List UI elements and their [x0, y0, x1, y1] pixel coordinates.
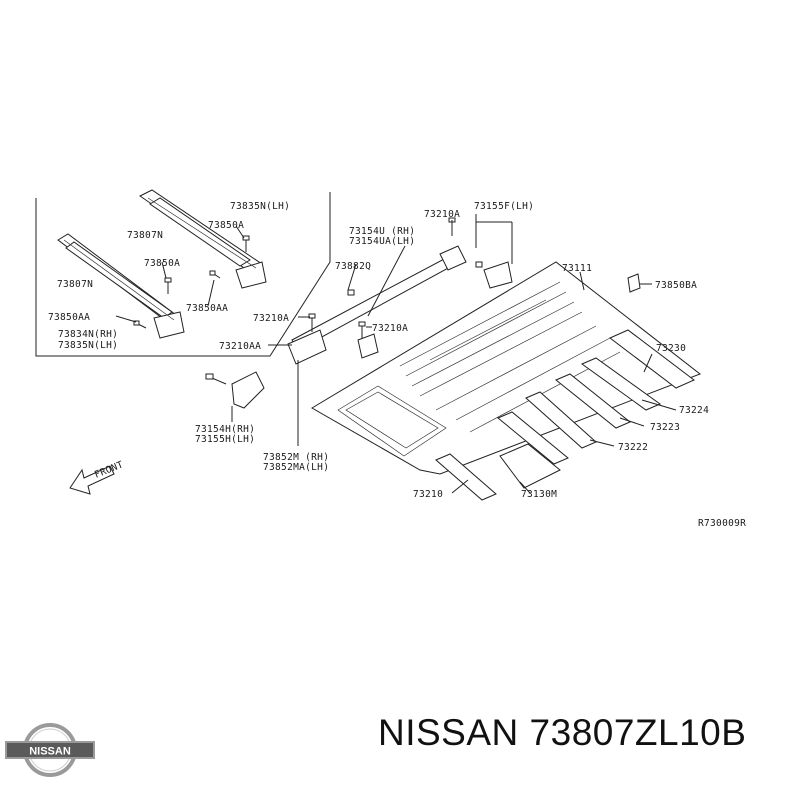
label-73222: 73222: [618, 442, 648, 453]
brackets: [231, 261, 641, 409]
label-73835n: 73835N(LH): [58, 340, 118, 351]
part-number-title: NISSAN 73807ZL10B: [378, 712, 747, 753]
label-front: FRONT: [93, 459, 125, 480]
label-73223: 73223: [650, 422, 680, 433]
label-73852m: 73852M (RH): [263, 452, 329, 463]
label-73210a-c: 73210A: [372, 323, 408, 334]
cross-member-upper: [139, 189, 267, 289]
logo-text: NISSAN: [29, 746, 71, 758]
label-73130m: 73130M: [521, 489, 557, 500]
label-73850aa-b: 73850AA: [48, 312, 90, 323]
label-73210a-a: 73210A: [424, 209, 460, 220]
label-73210a-b: 73210A: [253, 313, 289, 324]
label-73835n-top: 73835N(LH): [230, 201, 290, 212]
inset-frame: [35, 192, 331, 357]
label-73834n: 73834N(RH): [58, 329, 118, 340]
leader-lines: [115, 214, 677, 494]
label-73807n-a: 73807N: [127, 230, 163, 241]
label-73154u: 73154U (RH): [349, 226, 415, 237]
nissan-logo: NISSAN: [5, 723, 95, 777]
label-73807n-b: 73807N: [57, 279, 93, 290]
label-73224: 73224: [679, 405, 709, 416]
label-73111: 73111: [562, 263, 592, 274]
roof-bows: [435, 329, 695, 501]
label-73882q: 73882Q: [335, 261, 371, 272]
label-73154ua: 73154UA(LH): [349, 236, 415, 247]
label-73850aa-a: 73850AA: [186, 303, 228, 314]
inset-bolts: [133, 235, 250, 329]
label-73852ma: 73852MA(LH): [263, 462, 329, 473]
label-73210aa: 73210AA: [219, 341, 261, 352]
label-73850a-a: 73850A: [208, 220, 244, 231]
label-reference: R730009R: [698, 518, 746, 529]
label-73155h: 73155H(LH): [195, 434, 255, 445]
label-73154h: 73154H(RH): [195, 424, 255, 435]
label-73850ba: 73850BA: [655, 280, 697, 291]
label-73210: 73210: [413, 489, 443, 500]
label-73230: 73230: [656, 343, 686, 354]
cross-member-lower: [57, 233, 185, 339]
label-73155f: 73155F(LH): [474, 201, 534, 212]
label-73850a-b: 73850A: [144, 258, 180, 269]
front-arrow: [69, 465, 115, 495]
